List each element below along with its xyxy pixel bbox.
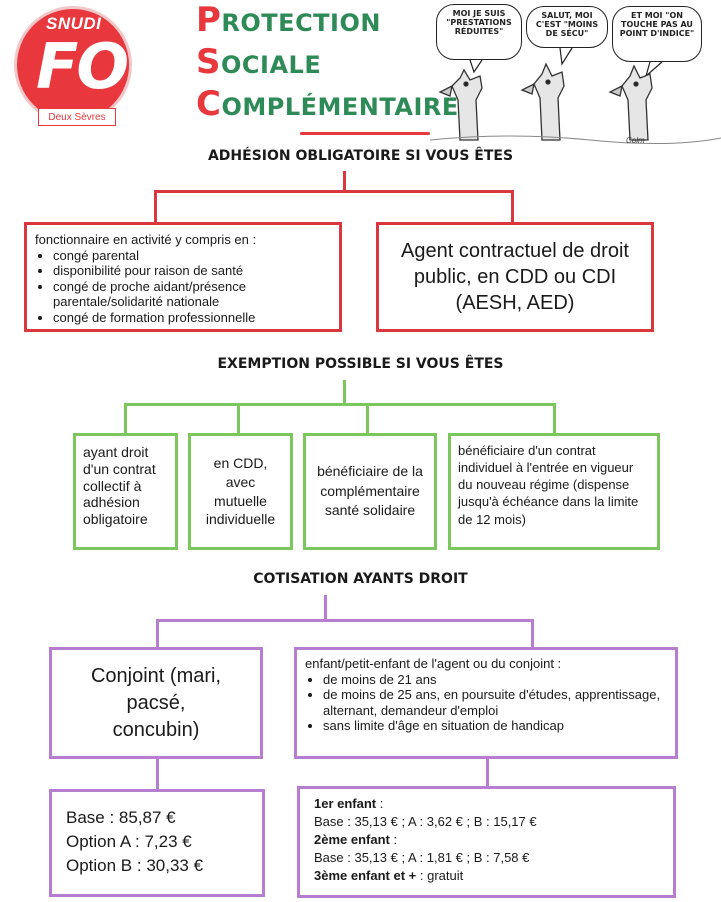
box-fonctionnaire: fonctionnaire en activité y compris en :… bbox=[24, 222, 342, 332]
fonctionnaire-list: congé parental disponibilité pour raison… bbox=[35, 248, 331, 326]
section-title-exemption: EXEMPTION POSSIBLE SI VOUS ÊTES bbox=[0, 356, 721, 372]
connector-red-right bbox=[511, 190, 514, 224]
child2-label: 2ème enfant bbox=[314, 832, 390, 847]
title-initial-c: C bbox=[196, 84, 221, 124]
fonctionnaire-intro: fonctionnaire en activité y compris en : bbox=[35, 232, 331, 248]
connector-purple-vertical bbox=[324, 595, 327, 621]
box-conjoint: Conjoint (mari, pacsé, concubin) bbox=[49, 647, 263, 759]
list-item: disponibilité pour raison de santé bbox=[53, 263, 331, 279]
connector-green-1 bbox=[124, 403, 127, 435]
logo-mark: FO bbox=[36, 30, 127, 103]
box-complementaire-solidaire: bénéficiaire de la complémentaire santé … bbox=[303, 433, 437, 550]
connector-red-left bbox=[154, 190, 157, 224]
box-prices-enfant: 1er enfant : Base : 35,13 € ; A : 3,62 €… bbox=[297, 786, 676, 898]
box-contrat-individuel: bénéficiaire d'un contrat individuel à l… bbox=[448, 433, 660, 550]
section-title-cotisation: COTISATION AYANTS DROIT bbox=[0, 571, 721, 587]
price-base: Base : 85,87 € bbox=[66, 806, 248, 830]
connector-green-4 bbox=[553, 403, 556, 435]
title-initial-p: P bbox=[196, 0, 221, 40]
child1-label: 1er enfant bbox=[314, 796, 376, 811]
connector-green-3 bbox=[366, 403, 369, 435]
connector-purple-horizontal bbox=[156, 619, 534, 622]
title-line-2: SOCIALE bbox=[196, 42, 321, 82]
title-rest-2: OCIALE bbox=[221, 51, 321, 79]
title-line-3: COMPLÉMENTAIRE bbox=[196, 84, 459, 124]
list-item: de moins de 25 ans, en poursuite d'étude… bbox=[323, 687, 667, 718]
box-ayant-droit: ayant droit d'un contrat collectif à adh… bbox=[73, 433, 178, 550]
connector-red-horizontal bbox=[154, 190, 514, 193]
title-line-1: PROTECTION bbox=[196, 0, 381, 40]
connector-purple-conjoint-down bbox=[156, 759, 159, 791]
list-item: congé parental bbox=[53, 248, 331, 264]
child2-suffix: : bbox=[390, 832, 397, 847]
child2-heading: 2ème enfant : bbox=[314, 831, 659, 849]
connector-purple-right bbox=[531, 619, 534, 649]
child3-line: 3ème enfant et + : gratuit bbox=[314, 867, 659, 885]
enfant-intro: enfant/petit-enfant de l'agent ou du con… bbox=[305, 656, 667, 672]
child1-suffix: : bbox=[376, 796, 383, 811]
list-item: de moins de 21 ans bbox=[323, 672, 667, 688]
section-title-adhesion: ADHÉSION OBLIGATOIRE SI VOUS ÊTES bbox=[0, 148, 721, 164]
connector-purple-left bbox=[156, 619, 159, 649]
connector-green-vertical bbox=[343, 380, 346, 404]
title-rest-3: OMPLÉMENTAIRE bbox=[221, 93, 458, 121]
list-item: congé de proche aidant/présence parental… bbox=[53, 279, 331, 310]
child3-suffix: : gratuit bbox=[416, 868, 463, 883]
cartoon-illustration: MOI JE SUIS "PRESTATIONS RÉDUITES" SALUT… bbox=[430, 0, 721, 146]
child3-label: 3ème enfant et + bbox=[314, 868, 416, 883]
price-option-b: Option B : 30,33 € bbox=[66, 854, 248, 878]
enfant-list: de moins de 21 ans de moins de 25 ans, e… bbox=[305, 672, 667, 734]
child1-values: Base : 35,13 € ; A : 3,62 € ; B : 15,17 … bbox=[314, 813, 659, 831]
wolves-drawing bbox=[430, 0, 721, 146]
list-item: congé de formation professionnelle bbox=[53, 310, 331, 326]
title-rest-1: ROTECTION bbox=[221, 9, 381, 37]
box-cdd-mutuelle: en CDD, avec mutuelle individuelle bbox=[188, 433, 293, 550]
list-item: sans limite d'âge en situation de handic… bbox=[323, 718, 667, 734]
connector-green-horizontal bbox=[124, 403, 556, 406]
connector-red-vertical bbox=[343, 171, 346, 191]
box-enfant: enfant/petit-enfant de l'agent ou du con… bbox=[294, 647, 678, 759]
logo-department: Deux Sèvres bbox=[38, 108, 116, 126]
title-initial-s: S bbox=[196, 42, 221, 82]
price-option-a: Option A : 7,23 € bbox=[66, 830, 248, 854]
child2-values: Base : 35,13 € ; A : 1,81 € ; B : 7,58 € bbox=[314, 849, 659, 867]
box-prices-conjoint: Base : 85,87 € Option A : 7,23 € Option … bbox=[49, 789, 265, 897]
connector-purple-enfant-down bbox=[486, 759, 489, 787]
title-underline bbox=[300, 132, 430, 135]
illustrator-signature: Colm bbox=[626, 136, 645, 145]
box-agent-contractuel: Agent contractuel de droit public, en CD… bbox=[376, 222, 654, 332]
connector-green-2 bbox=[237, 403, 240, 435]
child1-heading: 1er enfant : bbox=[314, 795, 659, 813]
